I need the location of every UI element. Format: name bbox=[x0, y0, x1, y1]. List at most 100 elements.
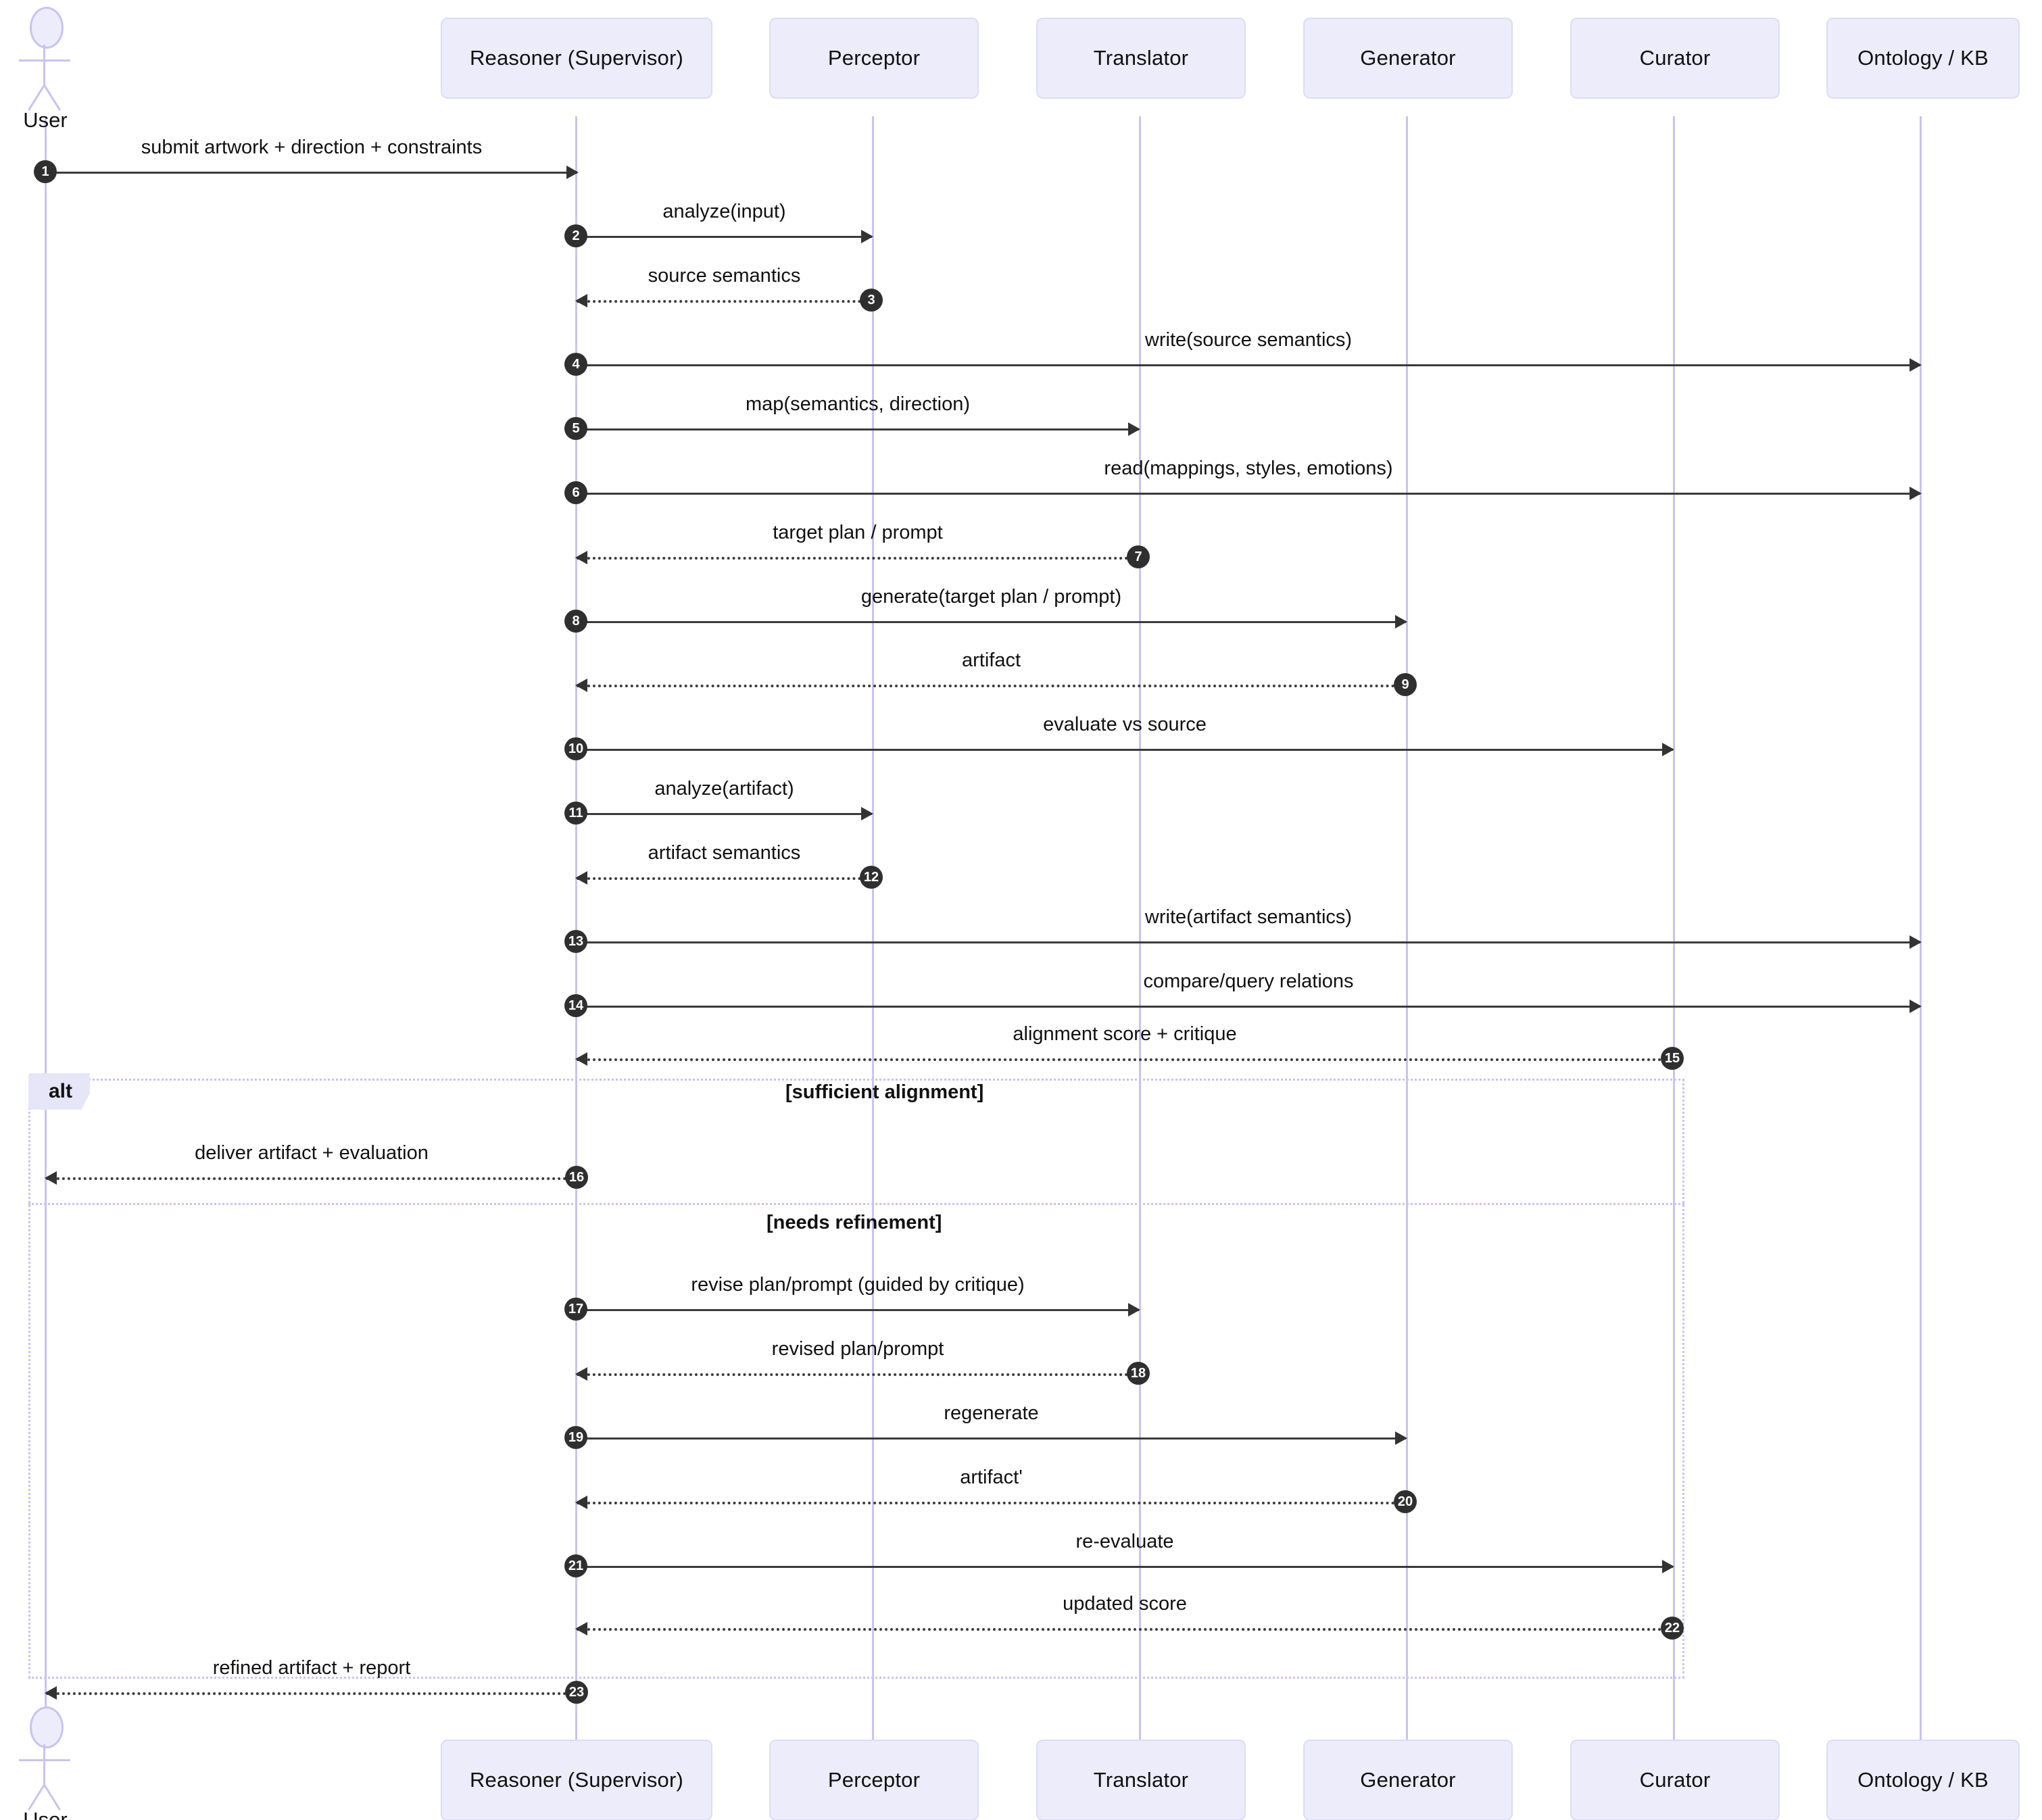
arrowhead-left-icon bbox=[575, 294, 587, 308]
participant-translator-top[interactable]: Translator bbox=[1036, 18, 1246, 99]
participant-generator-top[interactable]: Generator bbox=[1303, 18, 1513, 99]
alt-condition-needs-refinement: [needs refinement] bbox=[767, 1212, 942, 1233]
message-label-10: evaluate vs source bbox=[1043, 714, 1207, 735]
message-line bbox=[577, 557, 1139, 560]
message-label-15: alignment score + critique bbox=[1013, 1023, 1237, 1045]
alt-condition-sufficient-alignment: [sufficient alignment] bbox=[785, 1081, 984, 1103]
message-label-17: revise plan/prompt (guided by critique) bbox=[691, 1274, 1025, 1296]
message-line bbox=[577, 493, 1920, 495]
participant-curator-top[interactable]: Curator bbox=[1570, 18, 1780, 99]
actor-head-icon bbox=[30, 1706, 64, 1748]
arrowhead-left-icon bbox=[575, 679, 587, 692]
arrowhead-right-icon bbox=[1910, 1000, 1922, 1013]
arrowhead-right-icon bbox=[861, 230, 873, 243]
message-seq-19: 19 bbox=[564, 1426, 587, 1449]
message-label-12: artifact semantics bbox=[648, 842, 801, 864]
arrowhead-right-icon bbox=[1128, 1303, 1140, 1317]
actor-head-icon bbox=[30, 7, 64, 49]
message-line bbox=[577, 621, 1406, 623]
participant-ontology-top[interactable]: Ontology / KB bbox=[1826, 18, 2020, 99]
message-line bbox=[577, 1006, 1920, 1008]
message-line bbox=[577, 1566, 1673, 1568]
arrowhead-right-icon bbox=[1910, 487, 1922, 500]
message-seq-6: 6 bbox=[564, 481, 587, 504]
message-seq-20: 20 bbox=[1394, 1490, 1417, 1513]
alt-fragment-tag: alt bbox=[28, 1073, 91, 1110]
message-label-23: refined artifact + report bbox=[212, 1657, 411, 1679]
actor-arms-icon bbox=[19, 59, 70, 62]
message-seq-1: 1 bbox=[34, 160, 57, 183]
participant-generator-bottom[interactable]: Generator bbox=[1303, 1740, 1513, 1820]
message-label-1: submit artwork + direction + constraints bbox=[141, 137, 483, 158]
message-seq-22: 22 bbox=[1661, 1617, 1684, 1640]
participant-reasoner-top[interactable]: Reasoner (Supervisor) bbox=[441, 18, 712, 99]
message-seq-14: 14 bbox=[564, 994, 587, 1017]
message-line bbox=[577, 749, 1673, 751]
participant-curator-bottom[interactable]: Curator bbox=[1570, 1740, 1780, 1820]
message-line bbox=[577, 1628, 1673, 1631]
actor-leg-right-icon bbox=[43, 84, 62, 112]
arrowhead-right-icon bbox=[1910, 935, 1922, 949]
arrowhead-right-icon bbox=[566, 166, 579, 179]
message-line bbox=[577, 685, 1406, 687]
message-seq-17: 17 bbox=[564, 1298, 587, 1321]
message-line bbox=[577, 300, 872, 303]
message-seq-18: 18 bbox=[1127, 1362, 1150, 1385]
message-seq-11: 11 bbox=[564, 802, 587, 825]
message-label-22: updated score bbox=[1063, 1593, 1187, 1615]
message-line bbox=[577, 877, 872, 880]
message-line bbox=[577, 428, 1139, 431]
arrowhead-left-icon bbox=[575, 1367, 587, 1381]
message-seq-3: 3 bbox=[860, 289, 883, 312]
message-line bbox=[577, 813, 872, 815]
participant-reasoner-bottom[interactable]: Reasoner (Supervisor) bbox=[441, 1740, 712, 1820]
message-label-20: artifact' bbox=[960, 1467, 1023, 1488]
message-seq-16: 16 bbox=[565, 1166, 588, 1189]
message-label-7: target plan / prompt bbox=[773, 522, 943, 543]
arrowhead-right-icon bbox=[1128, 422, 1140, 436]
arrowhead-right-icon bbox=[1662, 1560, 1674, 1573]
actor-label-bottom: User bbox=[23, 1808, 68, 1820]
lifeline-translator bbox=[1139, 116, 1141, 1779]
arrowhead-left-icon bbox=[575, 1496, 587, 1509]
arrowhead-right-icon bbox=[1395, 615, 1407, 629]
arrowhead-right-icon bbox=[1395, 1431, 1407, 1445]
message-seq-15: 15 bbox=[1661, 1047, 1684, 1070]
lifeline-generator bbox=[1406, 116, 1408, 1779]
actor-leg-left-icon bbox=[27, 1784, 45, 1811]
message-label-14: compare/query relations bbox=[1143, 970, 1354, 992]
message-label-19: regenerate bbox=[944, 1402, 1039, 1424]
message-seq-2: 2 bbox=[564, 224, 587, 247]
message-seq-13: 13 bbox=[564, 930, 587, 953]
arrowhead-left-icon bbox=[45, 1686, 57, 1700]
message-line bbox=[46, 1692, 577, 1695]
message-label-5: map(semantics, direction) bbox=[746, 393, 970, 415]
message-label-11: analyze(artifact) bbox=[654, 778, 794, 800]
message-label-16: deliver artifact + evaluation bbox=[195, 1142, 429, 1164]
participant-perceptor-bottom[interactable]: Perceptor bbox=[769, 1740, 979, 1820]
message-seq-4: 4 bbox=[564, 353, 587, 376]
arrowhead-left-icon bbox=[575, 551, 587, 564]
message-line bbox=[577, 1437, 1406, 1440]
actor-leg-right-icon bbox=[43, 1784, 62, 1811]
actor-label-top: User bbox=[23, 108, 68, 132]
message-label-13: write(artifact semantics) bbox=[1144, 906, 1353, 928]
message-seq-5: 5 bbox=[564, 417, 587, 440]
arrowhead-right-icon bbox=[1662, 743, 1674, 756]
alt-fragment-box bbox=[28, 1079, 1684, 1679]
participant-ontology-bottom[interactable]: Ontology / KB bbox=[1826, 1740, 2020, 1820]
message-line bbox=[46, 1177, 577, 1180]
message-line bbox=[577, 1309, 1139, 1311]
message-line bbox=[577, 1373, 1139, 1376]
lifeline-curator bbox=[1673, 116, 1675, 1779]
message-line bbox=[577, 364, 1920, 366]
actor-body-icon bbox=[43, 1744, 45, 1786]
message-label-2: analyze(input) bbox=[662, 201, 786, 222]
participant-translator-bottom[interactable]: Translator bbox=[1036, 1740, 1246, 1820]
arrowhead-right-icon bbox=[1910, 358, 1922, 372]
message-label-3: source semantics bbox=[648, 265, 801, 287]
participant-perceptor-top[interactable]: Perceptor bbox=[769, 18, 979, 99]
message-line bbox=[577, 1502, 1406, 1504]
message-label-21: re-evaluate bbox=[1075, 1531, 1174, 1552]
